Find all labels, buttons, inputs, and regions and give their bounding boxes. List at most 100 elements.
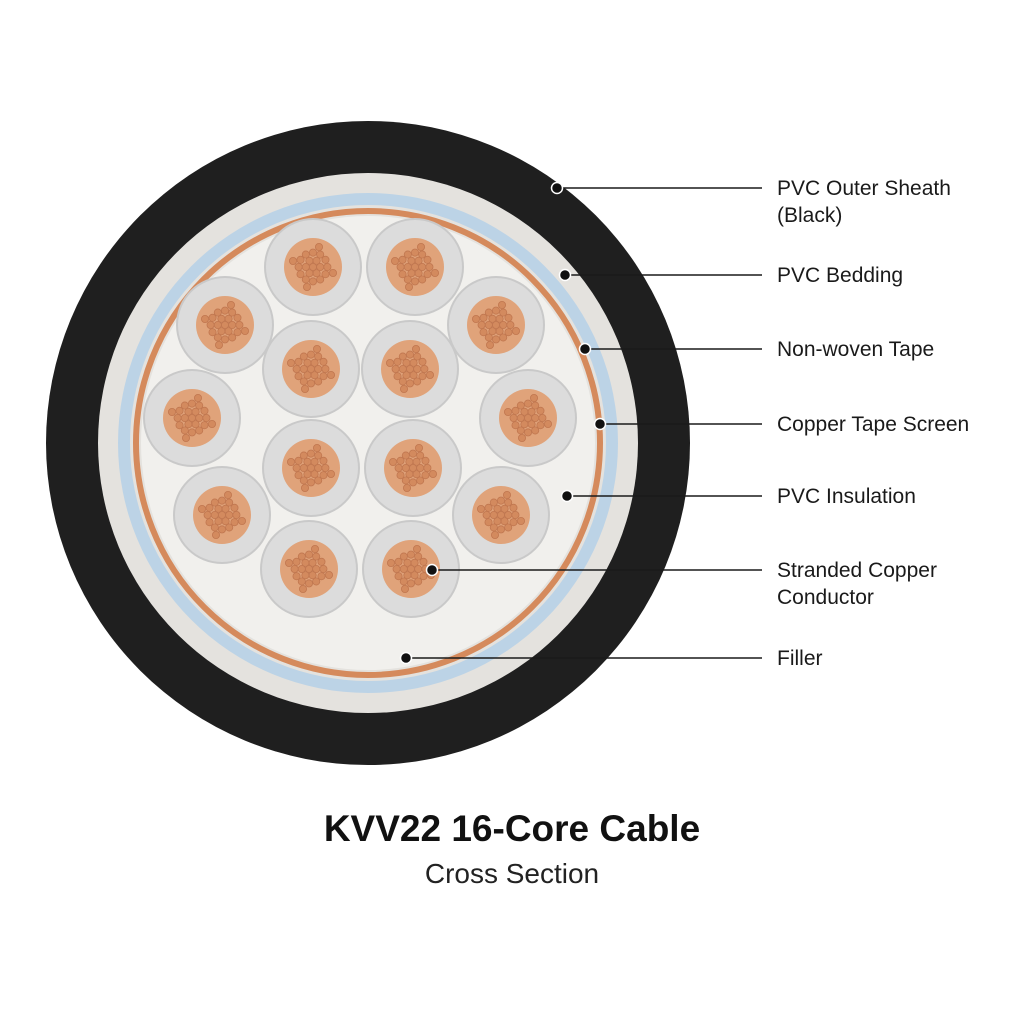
copper-strand — [301, 571, 310, 580]
copper-strand — [321, 364, 330, 373]
copper-strand — [301, 275, 310, 284]
copper-strand — [524, 428, 533, 437]
copper-strand — [187, 428, 196, 437]
copper-strand — [217, 496, 226, 505]
copper-strand — [220, 335, 229, 344]
copper-strand — [167, 407, 176, 416]
label-stranded-copper-conductor-line2: Conductor — [777, 586, 874, 609]
copper-strand — [299, 352, 308, 361]
copper-strand — [233, 328, 242, 337]
copper-strand — [517, 517, 526, 526]
callout-pvc-bedding: PVC Bedding — [558, 264, 903, 287]
copper-strand — [296, 255, 305, 264]
copper-strand — [312, 577, 321, 586]
copper-strand — [302, 282, 311, 291]
copper-strand — [495, 314, 504, 323]
copper-strand — [214, 340, 223, 349]
copper-strand — [421, 456, 430, 465]
label-pvc-outer-sheath-line2: (Black) — [777, 204, 842, 227]
copper-strand — [399, 577, 408, 586]
copper-strand — [408, 478, 417, 487]
copper-strand — [418, 357, 427, 366]
copper-strand — [303, 371, 312, 380]
copper-strand — [175, 421, 184, 430]
cable-core — [366, 218, 464, 316]
copper-strand — [524, 399, 533, 408]
copper-strand — [396, 456, 405, 465]
copper-strand — [497, 300, 506, 309]
copper-strand — [479, 328, 488, 337]
copper-strand — [294, 471, 303, 480]
copper-strand — [399, 552, 408, 561]
copper-strand — [286, 358, 295, 367]
copper-strand — [237, 517, 246, 526]
cable-core — [176, 276, 274, 374]
callout-non-woven-tape: Non-woven Tape — [578, 338, 934, 361]
copper-strand — [425, 262, 434, 271]
cable-core — [262, 320, 360, 418]
copper-strand — [491, 306, 500, 315]
copper-strand — [499, 333, 508, 342]
copper-strand — [326, 469, 335, 478]
copper-strand — [393, 372, 402, 381]
copper-strand — [323, 262, 332, 271]
copper-strand — [403, 275, 412, 284]
copper-strand — [314, 352, 323, 361]
copper-strand — [225, 523, 234, 532]
cable-core — [173, 466, 271, 564]
leader-dot — [593, 417, 607, 431]
copper-strand — [208, 313, 217, 322]
copper-strand — [175, 406, 184, 415]
callout-pvc-outer-sheath: PVC Outer Sheath(Black) — [550, 177, 951, 227]
copper-strand — [220, 306, 229, 315]
copper-strand — [536, 406, 545, 415]
copper-strand — [207, 419, 216, 428]
copper-strand — [312, 256, 321, 265]
copper-strand — [400, 585, 409, 594]
copper-strand — [425, 370, 434, 379]
copper-strand — [184, 420, 193, 429]
cable-core — [479, 369, 577, 467]
copper-strand — [406, 579, 415, 588]
diagram-title: KVV22 16-Core Cable — [323, 808, 701, 849]
copper-strand — [394, 557, 403, 566]
copper-strand — [518, 433, 527, 442]
leader-dot — [550, 181, 564, 195]
copper-strand — [310, 457, 319, 466]
copper-strand — [509, 503, 518, 512]
copper-strand — [403, 250, 412, 259]
copper-strand — [402, 371, 411, 380]
copper-strand — [398, 377, 407, 386]
copper-strand — [200, 314, 209, 323]
copper-strand — [228, 308, 237, 317]
copper-tape-screen-layer — [133, 208, 603, 678]
copper-strand — [200, 421, 209, 430]
copper-strand — [394, 463, 403, 472]
copper-strand — [297, 577, 306, 586]
cable-core — [452, 466, 550, 564]
cable-core — [361, 320, 459, 418]
copper-strand — [391, 364, 400, 373]
label-pvc-bedding: PVC Bedding — [777, 264, 903, 287]
copper-strand — [416, 451, 425, 460]
copper-strand — [195, 401, 204, 410]
copper-strand — [401, 451, 410, 460]
copper-strand — [394, 572, 403, 581]
copper-strand — [402, 483, 411, 492]
copper-strand — [430, 268, 439, 277]
leader-dot — [578, 342, 592, 356]
copper-strand — [490, 531, 499, 540]
copper-strand — [418, 372, 427, 381]
copper-strand — [292, 364, 301, 373]
copper-strand — [416, 476, 425, 485]
copper-strand — [418, 275, 427, 284]
copper-strand — [321, 255, 330, 264]
copper-strand — [412, 545, 421, 554]
copper-strand — [405, 350, 414, 359]
copper-strand — [419, 572, 428, 581]
copper-strand — [393, 357, 402, 366]
copper-strand — [512, 326, 521, 335]
copper-strand — [308, 277, 317, 286]
copper-strand — [398, 270, 407, 279]
